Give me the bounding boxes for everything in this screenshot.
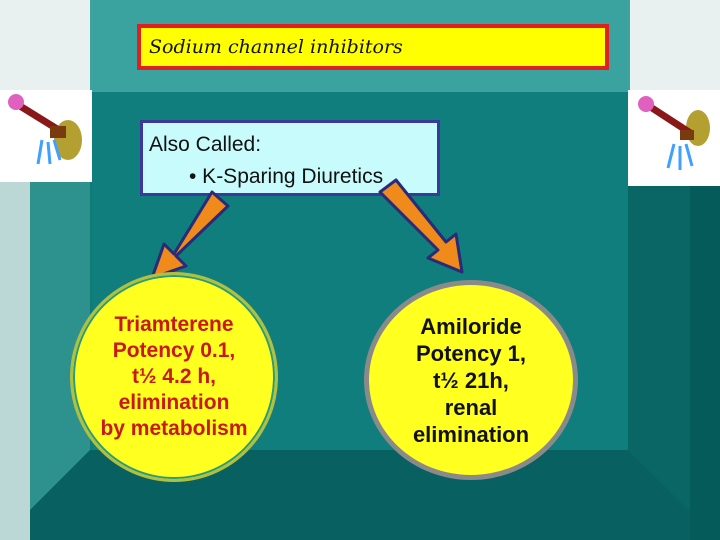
arrow-left: [150, 190, 230, 280]
left-line-4: elimination: [118, 391, 230, 414]
title-banner: Sodium channel inhibitors: [137, 24, 609, 70]
right-line-5: elimination: [412, 421, 530, 447]
right-line-2: Potency 1,: [415, 340, 527, 366]
left-line-5: by metabolism: [100, 417, 248, 440]
right-line-1: Amiloride: [420, 313, 522, 339]
also-called-heading: Also Called:: [149, 133, 262, 156]
right-line-4: renal: [444, 394, 498, 420]
faucet-kidney-icon-right: [638, 96, 710, 170]
amiloride-ellipse: Amiloride Potency 1, t½ 21h, renal elimi…: [364, 280, 578, 480]
title-text: Sodium channel inhibitors: [149, 36, 403, 58]
left-line-1: Triamterene: [114, 313, 234, 336]
triamterene-ellipse: Triamterene Potency 0.1, t½ 4.2 h, elimi…: [70, 272, 278, 482]
left-line-2: Potency 0.1,: [112, 339, 236, 362]
right-line-3: t½ 21h,: [433, 367, 509, 393]
arrow-right: [378, 178, 464, 274]
also-called-item: • K-Sparing Diuretics: [189, 165, 384, 188]
faucet-kidney-icon-left: [8, 94, 82, 165]
left-line-3: t½ 4.2 h,: [131, 365, 216, 388]
